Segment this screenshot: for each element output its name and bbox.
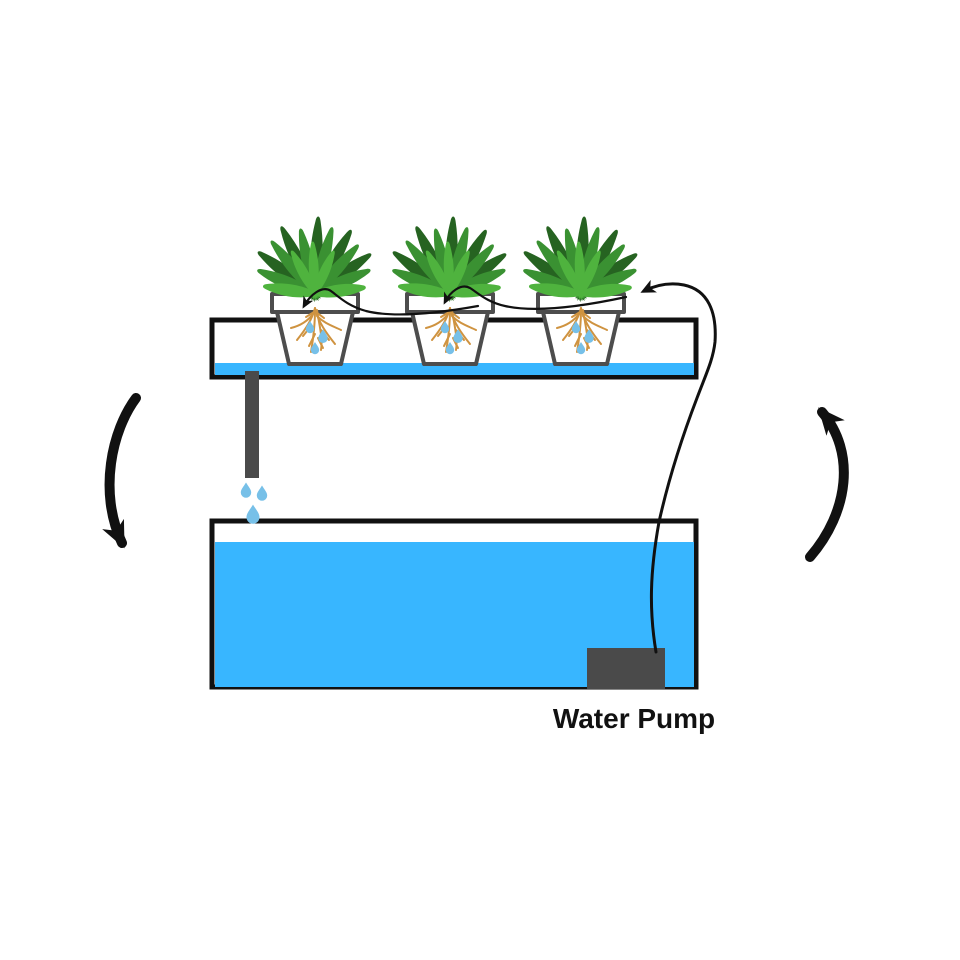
supply-line-pot-1 (302, 288, 480, 316)
drain-pipe (245, 371, 259, 478)
water-pump-label: Water Pump (553, 703, 715, 734)
water-pump (587, 648, 665, 689)
grow-tray-water (215, 363, 694, 375)
circulation-arrow-left (102, 393, 141, 549)
circulation-arrow-right (805, 407, 849, 562)
pump-tube (640, 279, 717, 654)
supply-line-pot-2 (443, 285, 628, 310)
